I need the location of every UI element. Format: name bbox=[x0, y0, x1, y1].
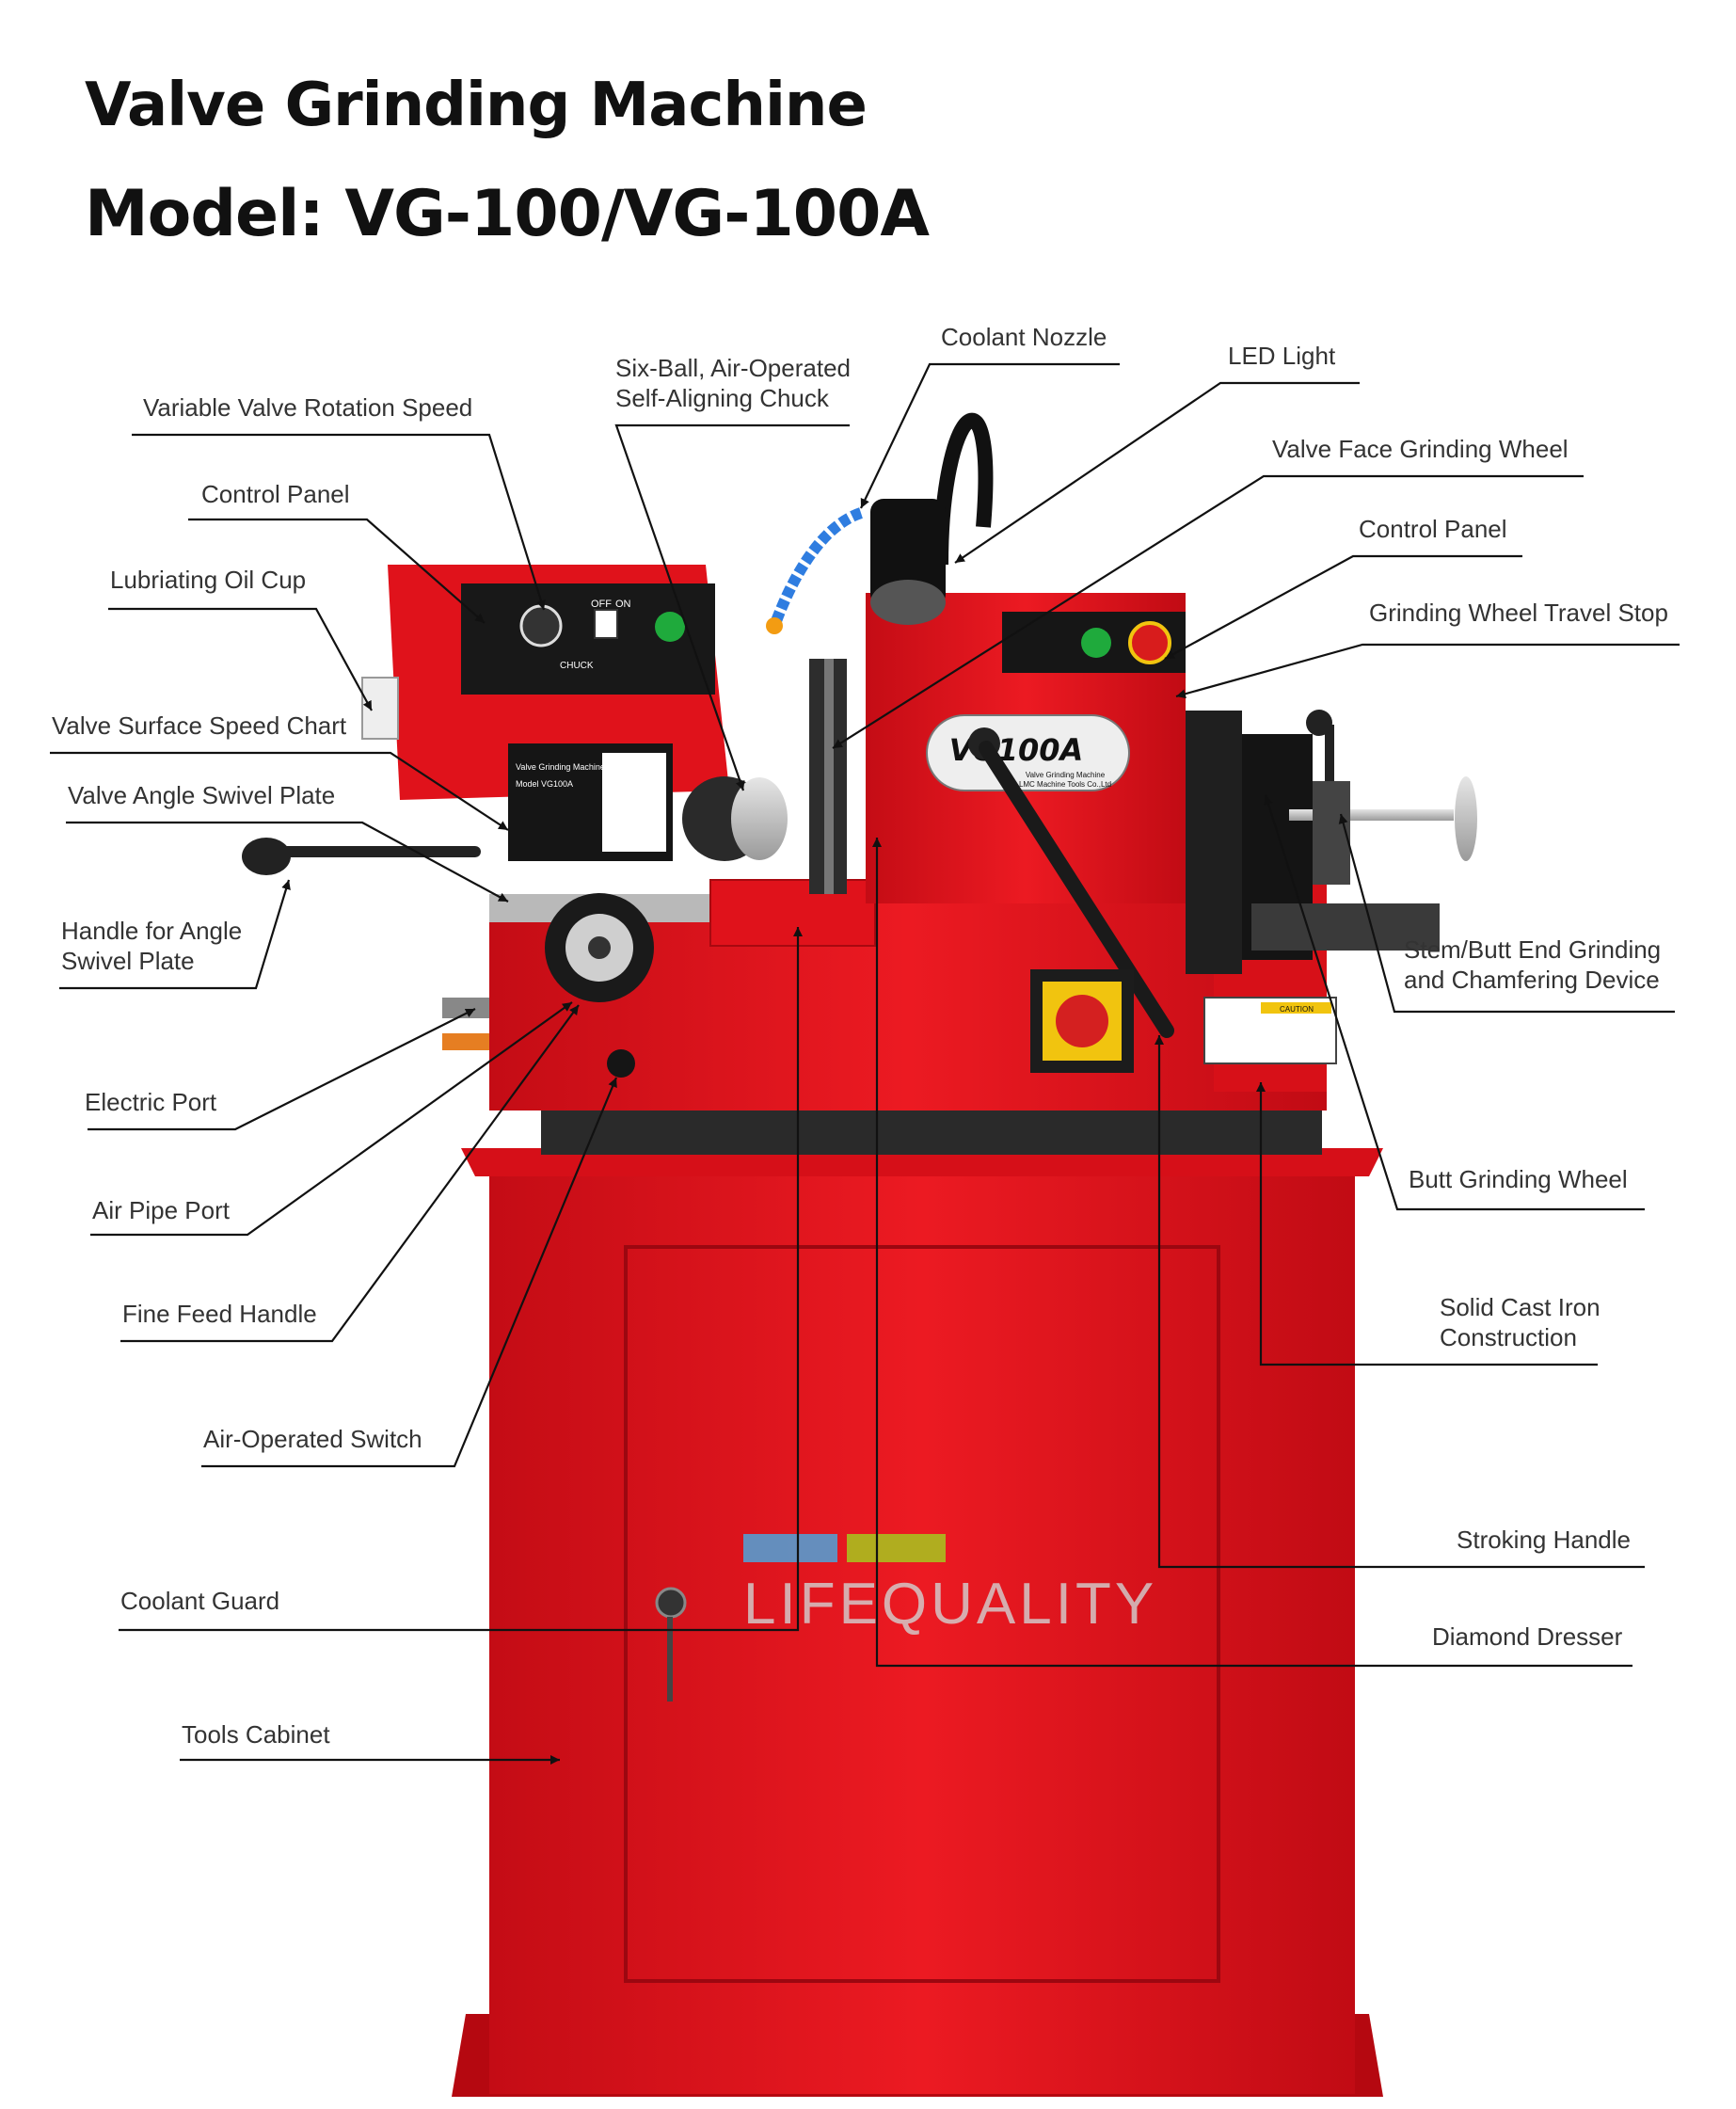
coolant-guard bbox=[709, 879, 876, 947]
leader-angle-plate bbox=[66, 821, 509, 903]
air-pipe-port bbox=[442, 1033, 489, 1050]
panel-off-label: OFF bbox=[591, 599, 612, 610]
electric-port bbox=[442, 998, 489, 1018]
watermark-blue-block bbox=[743, 1534, 837, 1562]
watermark: LIFEQUALITY bbox=[743, 1534, 1157, 1637]
label-stroking-handle: Stroking Handle bbox=[1457, 1526, 1631, 1554]
leader-fine-feed bbox=[120, 1004, 580, 1343]
chart-plate-line2: Model VG100A bbox=[516, 779, 573, 789]
leader-control-panel-left bbox=[188, 518, 486, 624]
label-speed-chart: Valve Surface Speed Chart bbox=[52, 711, 347, 740]
label-stem-device-1: Stem/Butt End Grinding bbox=[1404, 935, 1661, 964]
label-tools-cabinet: Tools Cabinet bbox=[182, 1720, 330, 1749]
label-oil-cup: Lubriating Oil Cup bbox=[110, 566, 306, 594]
label-electric-port: Electric Port bbox=[85, 1088, 217, 1116]
leader-variable-speed bbox=[132, 433, 546, 611]
label-air-pipe-port: Air Pipe Port bbox=[92, 1196, 231, 1224]
label-diamond-dresser: Diamond Dresser bbox=[1432, 1622, 1623, 1651]
leader-air-switch bbox=[201, 1077, 618, 1468]
coolant-nozzle bbox=[771, 507, 864, 624]
panel-on-label: ON bbox=[615, 599, 631, 610]
watermark-green-block bbox=[847, 1534, 946, 1562]
label-travel-stop: Grinding Wheel Travel Stop bbox=[1369, 599, 1668, 627]
panel-chuck-label: CHUCK bbox=[560, 661, 594, 671]
label-control-panel-left: Control Panel bbox=[201, 480, 350, 508]
callouts-right: Six-Ball, Air-Operated Self-Aligning Chu… bbox=[614, 323, 1680, 1668]
leader-air-pipe-port bbox=[90, 1001, 573, 1237]
leader-control-panel-right bbox=[1164, 554, 1522, 660]
model-subtitle: Model: VG-100/VG-100A bbox=[85, 177, 930, 251]
label-variable-speed: Variable Valve Rotation Speed bbox=[143, 393, 472, 422]
led-light bbox=[870, 499, 946, 607]
lamp-gooseneck bbox=[933, 412, 994, 566]
leader-cast-iron bbox=[1256, 1082, 1598, 1366]
label-control-panel-right: Control Panel bbox=[1359, 515, 1507, 543]
label-chuck-2: Self-Aligning Chuck bbox=[615, 384, 830, 412]
label-cast-iron-2: Construction bbox=[1440, 1323, 1577, 1351]
label-fine-feed: Fine Feed Handle bbox=[122, 1300, 317, 1328]
leader-butt-wheel bbox=[1264, 794, 1645, 1211]
stroking-handle bbox=[979, 741, 1174, 1038]
leader-coolant-nozzle bbox=[860, 362, 1120, 509]
caution-text: CAUTION bbox=[1280, 1005, 1314, 1014]
label-angle-plate: Valve Angle Swivel Plate bbox=[68, 781, 335, 809]
leader-led-light bbox=[954, 381, 1360, 564]
oil-cup bbox=[361, 677, 399, 740]
leader-speed-chart bbox=[50, 751, 509, 831]
leader-diamond-dresser bbox=[872, 838, 1632, 1668]
leader-chuck bbox=[614, 423, 850, 791]
leader-electric-port bbox=[88, 1008, 476, 1131]
label-coolant-guard: Coolant Guard bbox=[120, 1587, 279, 1615]
label-angle-handle-2: Swivel Plate bbox=[61, 947, 195, 975]
coolant-tray bbox=[541, 1106, 1322, 1155]
leader-stroking-handle bbox=[1155, 1035, 1645, 1569]
cabinet-door bbox=[624, 1245, 1220, 1983]
label-angle-handle-1: Handle for Angle bbox=[61, 917, 242, 945]
stem-grinding-device bbox=[1251, 903, 1440, 951]
label-face-wheel: Valve Face Grinding Wheel bbox=[1272, 435, 1569, 463]
leader-face-wheel bbox=[832, 474, 1584, 749]
label-led-light: LED Light bbox=[1228, 342, 1336, 370]
leader-coolant-guard bbox=[119, 927, 803, 1632]
watermark-text: LIFEQUALITY bbox=[743, 1572, 1157, 1637]
label-coolant-nozzle: Coolant Nozzle bbox=[941, 323, 1107, 351]
badge-model: VG100A bbox=[949, 732, 1084, 768]
page-title: Valve Grinding Machine bbox=[85, 71, 868, 140]
label-stem-device-2: and Chamfering Device bbox=[1404, 966, 1660, 994]
label-butt-wheel: Butt Grinding Wheel bbox=[1409, 1165, 1628, 1193]
label-cast-iron-1: Solid Cast Iron bbox=[1440, 1293, 1601, 1321]
badge-line2: LMC Machine Tools Co.,Ltd bbox=[1019, 780, 1111, 789]
leader-travel-stop bbox=[1175, 643, 1680, 699]
leader-angle-handle bbox=[59, 879, 291, 990]
label-air-switch: Air-Operated Switch bbox=[203, 1425, 422, 1453]
chart-plate-line1: Valve Grinding Machine bbox=[516, 762, 605, 772]
air-switch bbox=[607, 1049, 635, 1078]
cabinet-lock bbox=[655, 1587, 687, 1619]
badge-line1: Valve Grinding Machine bbox=[1026, 771, 1106, 779]
callouts-left: Variable Valve Rotation Speed Control Pa… bbox=[50, 393, 803, 1765]
angle-handle-knob bbox=[242, 838, 291, 875]
label-chuck-1: Six-Ball, Air-Operated bbox=[615, 354, 851, 382]
leader-oil-cup bbox=[108, 607, 373, 711]
leader-stem-device bbox=[1338, 813, 1675, 1014]
butt-grinding-wheel bbox=[1186, 711, 1242, 974]
machine-illustration: OFF ON CHUCK Valve Grinding Machine Mode… bbox=[242, 412, 1477, 2097]
